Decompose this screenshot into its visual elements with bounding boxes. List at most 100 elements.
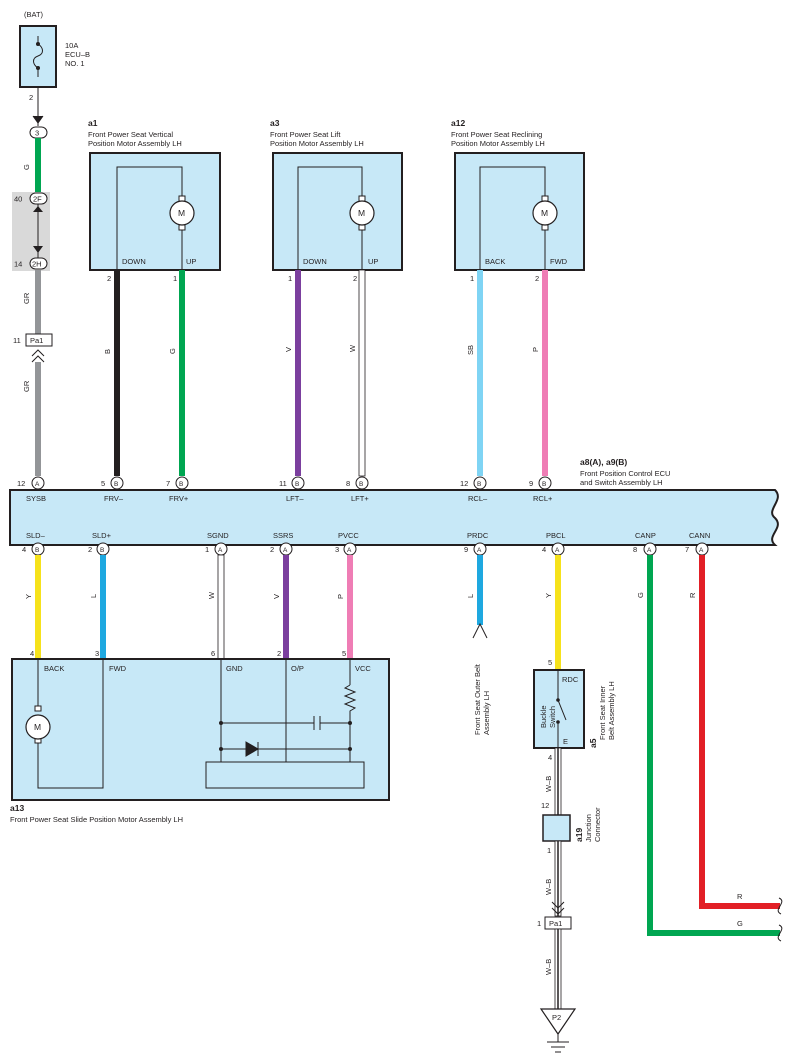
fuse-amp: 10A xyxy=(65,41,78,50)
pin-sld-minus-number: 4 xyxy=(22,545,26,554)
a12-pin-fwd: 2 xyxy=(535,274,539,283)
wire-code-gr-upper: GR xyxy=(22,292,31,304)
wire-canp xyxy=(647,555,780,936)
ecu-name-2: and Switch Assembly LH xyxy=(580,478,663,487)
wire-sgnd xyxy=(217,554,225,660)
pin-rcl-plus-name: RCL+ xyxy=(533,494,553,503)
pin-pvcc-conn: A xyxy=(347,547,352,554)
ecu-name-1: Front Position Control ECU xyxy=(580,469,670,478)
pin-sld-minus-conn: B xyxy=(35,547,39,554)
wire-ssrs xyxy=(283,555,289,659)
ecu-top-pin: 5 B FRV– xyxy=(101,476,124,503)
pin-lft-plus-conn: B xyxy=(359,481,363,488)
a13-pin-back: 4 xyxy=(30,649,34,658)
junction-pin-bottom: 1 xyxy=(547,846,551,855)
junction-name-2: Connector xyxy=(593,807,602,842)
a3-circuit xyxy=(297,166,363,270)
a13-pin-vcc: 5 xyxy=(342,649,346,658)
pin-lft-plus-connector xyxy=(355,476,369,490)
wire-code-pbcl: Y xyxy=(544,593,553,598)
wire-frv-minus xyxy=(114,270,120,476)
fuse-pin: 2 xyxy=(29,93,33,102)
pin-ssrs-conn: A xyxy=(283,547,288,554)
arrow-up-icon xyxy=(33,206,43,212)
a1-id: a1 xyxy=(88,118,98,128)
ground-icon xyxy=(547,1034,569,1053)
a12-brush-top xyxy=(541,195,549,202)
wire-frv-plus xyxy=(179,270,185,476)
wire-lft-minus xyxy=(295,270,301,476)
pin-frv-plus-name: FRV+ xyxy=(169,494,189,503)
connector-pa1-top-label: Pa1 xyxy=(30,336,43,345)
wire-code-frv-plus: G xyxy=(168,348,177,354)
pin-rcl-plus-number: 9 xyxy=(529,479,533,488)
pin-lft-minus-name: LFT– xyxy=(286,494,304,503)
connector-pa1-bottom-label: Pa1 xyxy=(549,919,562,928)
wire-code-sld-minus: Y xyxy=(24,594,33,599)
buckle-id: a5 xyxy=(588,738,598,748)
arrow-down-icon xyxy=(33,246,43,253)
a12-name-1: Front Power Seat Reclining xyxy=(451,130,542,139)
pin-pbcl-number: 4 xyxy=(542,545,546,554)
junction-dot xyxy=(219,721,223,725)
wire-code-frv-minus: B xyxy=(103,349,112,354)
pin-sysb-connector xyxy=(31,476,45,490)
wire-code-gr-lower: GR xyxy=(22,380,31,392)
a3-pin-down: 1 xyxy=(288,274,292,283)
arrow-down-icon xyxy=(32,115,44,124)
wire-code-sld-plus: L xyxy=(89,594,98,598)
a3-name-2: Position Motor Assembly LH xyxy=(270,139,364,148)
a13-pin-fwd: 3 xyxy=(95,649,99,658)
ground-point-p2 xyxy=(539,1008,577,1036)
pin-prdc-number: 9 xyxy=(464,545,468,554)
a1-circuit xyxy=(116,166,183,270)
connector-2h-label: 2H xyxy=(32,260,42,269)
a1-pin-up: 1 xyxy=(173,274,177,283)
wire-rcl-plus xyxy=(542,270,548,476)
a13-op-label: O/P xyxy=(291,664,304,673)
buckle-name-2: Belt Assembly LH xyxy=(607,681,616,740)
pin-sysb-name: SYSB xyxy=(26,494,46,503)
a13-motor-circuit xyxy=(37,659,104,789)
a1-motor-box xyxy=(89,152,221,271)
a3-id: a3 xyxy=(270,118,280,128)
a12-motor-box xyxy=(454,152,585,271)
wire-rcl-minus xyxy=(477,270,483,476)
pin-rcl-plus-connector xyxy=(538,476,552,490)
a13-sensor-circuit xyxy=(220,659,351,762)
junction-block-2f-2h xyxy=(12,192,50,271)
pin-lft-plus-number: 8 xyxy=(346,479,350,488)
wire-gr-lower xyxy=(35,362,41,476)
pin-ssrs-name: SSRS xyxy=(273,531,293,540)
ecu-bottom-pin: CANP 8 A xyxy=(633,531,657,556)
wire-prdc xyxy=(477,555,483,625)
a13-back-label: BACK xyxy=(44,664,64,673)
connector-2h xyxy=(29,257,48,270)
open-end-icon xyxy=(472,622,488,639)
wire-code-lft-minus: V xyxy=(284,347,293,352)
a12-fwd-label: FWD xyxy=(550,257,568,266)
connector-pa1-bottom-pin: 1 xyxy=(537,919,541,928)
junction-id: a19 xyxy=(574,828,584,842)
connector-2h-pin: 14 xyxy=(14,260,22,269)
pin-frv-minus-number: 5 xyxy=(101,479,105,488)
a13-sensor-ic xyxy=(205,761,365,789)
a12-name-2: Position Motor Assembly LH xyxy=(451,139,545,148)
wire-code-cann: R xyxy=(688,592,697,598)
outer-belt-label-1: Front Seat Outer Belt xyxy=(473,663,482,735)
wire-lft-plus xyxy=(358,269,366,477)
pin-canp-conn: A xyxy=(647,547,652,554)
a12-brush-bottom xyxy=(541,224,549,231)
switch-contact-dot xyxy=(556,698,560,702)
pin-lft-plus-name: LFT+ xyxy=(351,494,369,503)
ecu-top-pin: 11 B LFT– xyxy=(279,476,305,503)
a3-down-label: DOWN xyxy=(303,257,327,266)
a1-up-label: UP xyxy=(186,257,196,266)
buckle-pin-top: 5 xyxy=(548,658,552,667)
wire-g-top xyxy=(35,138,41,193)
wire-code-wb-2: W–B xyxy=(544,879,553,895)
wire-code-sgnd: W xyxy=(207,591,216,599)
wire-code-can-g: G xyxy=(737,919,743,928)
pin-frv-plus-conn: B xyxy=(179,481,183,488)
wire-sld-minus xyxy=(35,555,41,659)
